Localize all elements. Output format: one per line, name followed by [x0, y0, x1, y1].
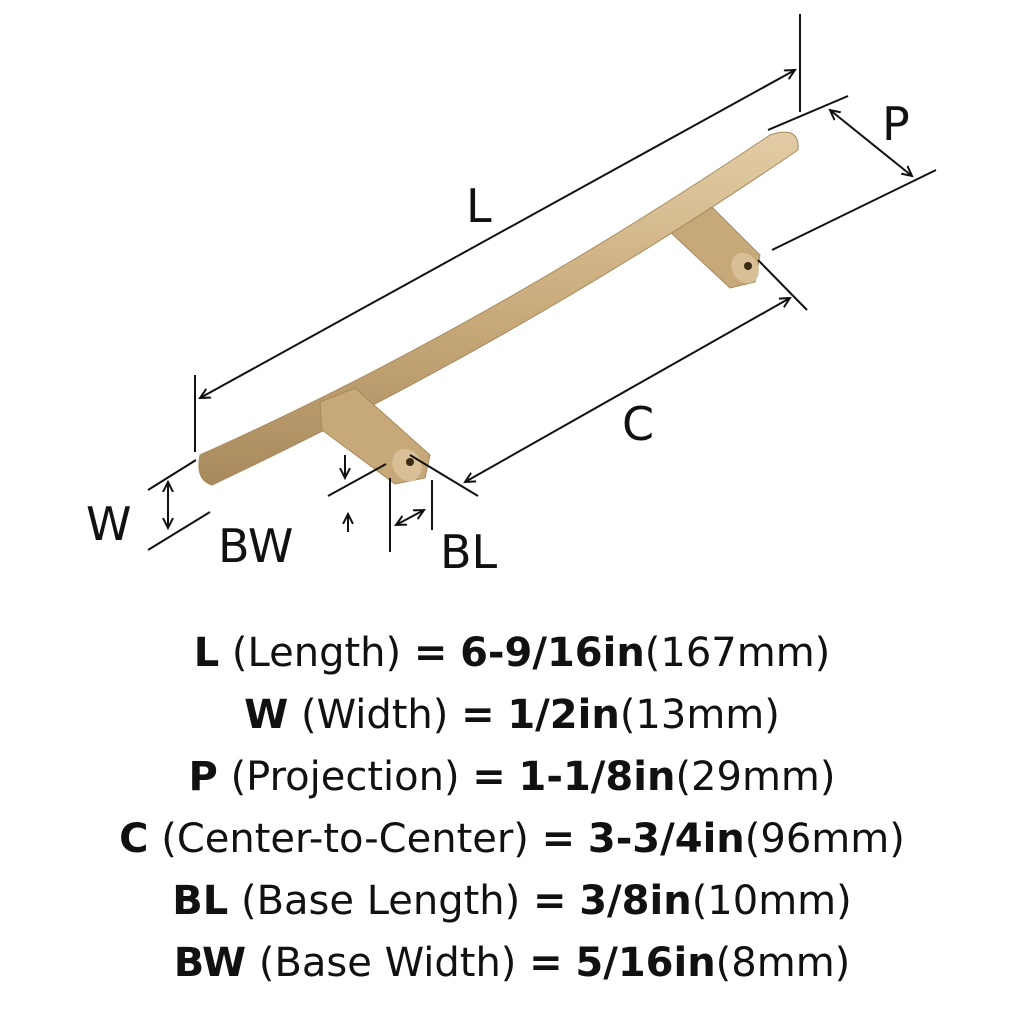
handle-dimension-diagram: L P C W BW BL — [86, 14, 937, 579]
center-dimension-line — [465, 298, 790, 482]
handle-bar — [198, 131, 799, 486]
spec-imperial: 1-1/8in — [518, 754, 676, 800]
label-bl: BL — [440, 525, 498, 579]
spec-metric: (8mm) — [715, 940, 851, 986]
dimension-lines — [147, 14, 937, 552]
spec-name: (Center-to-Center) — [161, 816, 529, 862]
spec-metric: (96mm) — [744, 816, 905, 862]
spec-eq: = — [541, 816, 576, 862]
projection-dimension-line — [830, 110, 912, 176]
label-c: C — [622, 397, 654, 451]
spec-eq: = — [529, 940, 563, 986]
label-bw: BW — [218, 519, 293, 573]
cabinet-pull-handle — [198, 131, 799, 486]
spec-name: (Length) — [231, 630, 402, 676]
spec-imperial: 5/16in — [575, 940, 716, 986]
spec-name: (Projection) — [230, 754, 460, 800]
spec-metric: (10mm) — [691, 878, 852, 924]
label-p: P — [882, 97, 910, 151]
length-dimension-line — [200, 70, 795, 398]
spec-eq: = — [532, 878, 567, 924]
spec-key: BL — [172, 878, 229, 924]
spec-key: W — [244, 692, 289, 738]
spec-width: W (Width) = 1/2in(13mm) — [0, 684, 1024, 746]
spec-key: L — [193, 630, 220, 676]
spec-metric: (167mm) — [644, 630, 831, 676]
spec-projection: P (Projection) = 1-1/8in(29mm) — [0, 746, 1024, 808]
spec-key: C — [119, 816, 149, 862]
spec-imperial: 3-3/4in — [587, 816, 745, 862]
spec-imperial: 3/8in — [579, 878, 692, 924]
spec-length: L (Length) = 6-9/16in(167mm) — [0, 622, 1024, 684]
spec-key: P — [188, 754, 218, 800]
spec-base-length: BL (Base Length) = 3/8in(10mm) — [0, 870, 1024, 932]
spec-eq: = — [472, 754, 506, 800]
spec-eq: = — [461, 692, 495, 738]
spec-imperial: 1/2in — [507, 692, 620, 738]
spec-center-to-center: C (Center-to-Center) = 3-3/4in(96mm) — [0, 808, 1024, 870]
spec-base-width: BW (Base Width) = 5/16in(8mm) — [0, 932, 1024, 994]
label-w: W — [86, 497, 131, 551]
spec-name: (Base Length) — [240, 878, 521, 924]
spec-name: (Width) — [300, 692, 449, 738]
spec-name: (Base Width) — [258, 940, 517, 986]
dimension-specs: L (Length) = 6-9/16in(167mm) W (Width) =… — [0, 622, 1024, 994]
base-length-dimension-line — [396, 510, 424, 525]
spec-eq: = — [413, 630, 448, 676]
spec-metric: (13mm) — [619, 692, 780, 738]
spec-key: BW — [173, 940, 247, 986]
label-l: L — [466, 179, 492, 233]
spec-metric: (29mm) — [675, 754, 836, 800]
spec-imperial: 6-9/16in — [460, 630, 645, 676]
